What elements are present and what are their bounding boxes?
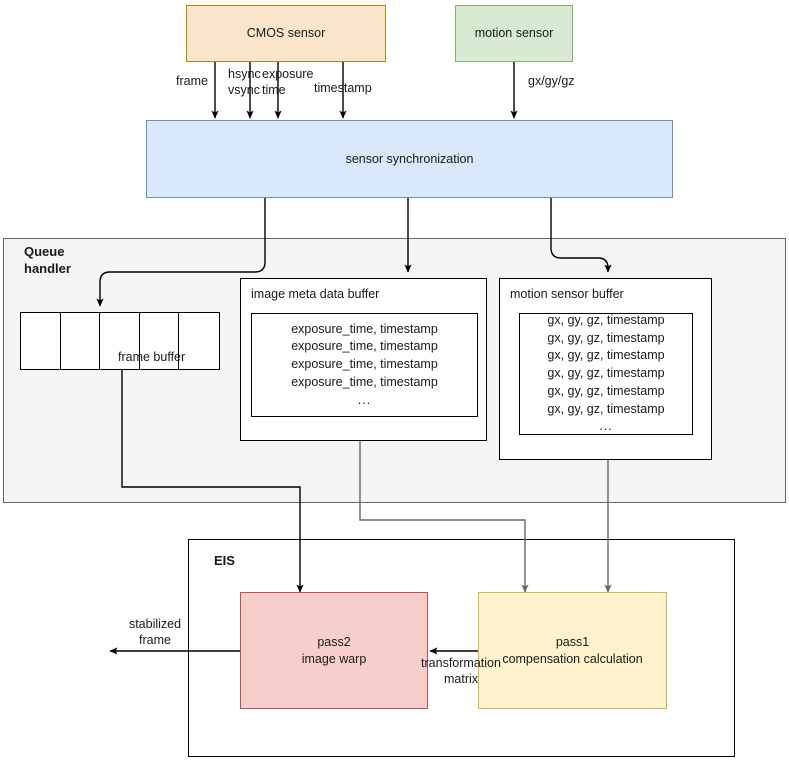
image-meta-row: exposure_time, timestamp [291,321,438,336]
edge-label-stabilized-frame: stabilized frame [128,617,182,648]
image-meta-buffer-title: image meta data buffer [251,287,380,301]
motion-sensor-buffer-title: motion sensor buffer [510,287,624,301]
motion-row-ellipsis: ... [599,419,613,434]
frame-buffer-label: frame buffer [118,350,186,364]
queue-handler-label: Queue handler [24,244,71,276]
frame-buffer-cell[interactable] [179,313,219,369]
image-meta-buffer-content: exposure_time, timestamp exposure_time, … [251,313,478,417]
motion-sensor-buffer-content: gx, gy, gz, timestamp gx, gy, gz, timest… [519,313,693,435]
edge-label-hsync-vsync: hsync vsync [228,67,261,98]
motion-row: gx, gy, gz, timestamp [547,401,665,416]
eis-label: EIS [214,553,235,568]
image-meta-row: exposure_time, timestamp [291,357,438,372]
node-image-meta-data-buffer[interactable]: image meta data buffer exposure_time, ti… [240,278,487,441]
edge-label-timestamp: timestamp [314,81,372,95]
motion-row: gx, gy, gz, timestamp [547,312,665,327]
frame-buffer-cell[interactable] [140,313,180,369]
node-pass1-compensation-calculation[interactable]: pass1 compensation calculation [478,592,667,709]
node-sensor-synchronization[interactable]: sensor synchronization [146,120,673,198]
node-pass2-image-warp[interactable]: pass2 image warp [240,592,428,709]
edge-label-gyro: gx/gy/gz [528,74,575,88]
motion-row: gx, gy, gz, timestamp [547,366,665,381]
image-meta-row: exposure_time, timestamp [291,339,438,354]
frame-buffer-cell[interactable] [61,313,101,369]
frame-buffer-cell[interactable] [21,313,61,369]
frame-buffer-grid[interactable] [20,312,220,370]
edge-label-exposure-time: exposure time [262,67,314,98]
image-meta-row: exposure_time, timestamp [291,374,438,389]
frame-buffer-cell[interactable] [100,313,140,369]
node-cmos-sensor[interactable]: CMOS sensor [186,5,386,62]
edge-label-transformation-matrix: transformation matrix [421,656,501,687]
node-motion-sensor[interactable]: motion sensor [455,5,573,62]
edge-label-frame: frame [176,74,208,88]
motion-row: gx, gy, gz, timestamp [547,348,665,363]
image-meta-row-ellipsis: ... [357,392,372,407]
node-motion-sensor-buffer[interactable]: motion sensor buffer gx, gy, gz, timesta… [499,278,712,460]
motion-row: gx, gy, gz, timestamp [547,330,665,345]
motion-row: gx, gy, gz, timestamp [547,383,665,398]
